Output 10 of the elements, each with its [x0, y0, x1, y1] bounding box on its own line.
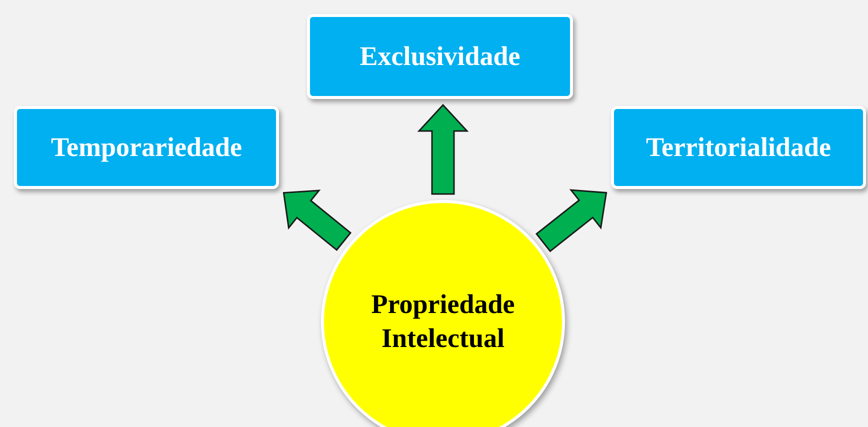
box-label: Territorialidade: [645, 130, 832, 164]
box-label: Exclusividade: [358, 40, 522, 73]
block-arrow: [282, 190, 352, 251]
box-label: Temporariedade: [50, 130, 243, 164]
concept-box: [307, 14, 573, 99]
block-arrow: [535, 189, 608, 252]
block-arrow: [417, 104, 469, 195]
concept-box: [14, 106, 279, 189]
concept-box: [611, 106, 866, 189]
circle-label: Propriedade Intelectual: [370, 288, 516, 355]
